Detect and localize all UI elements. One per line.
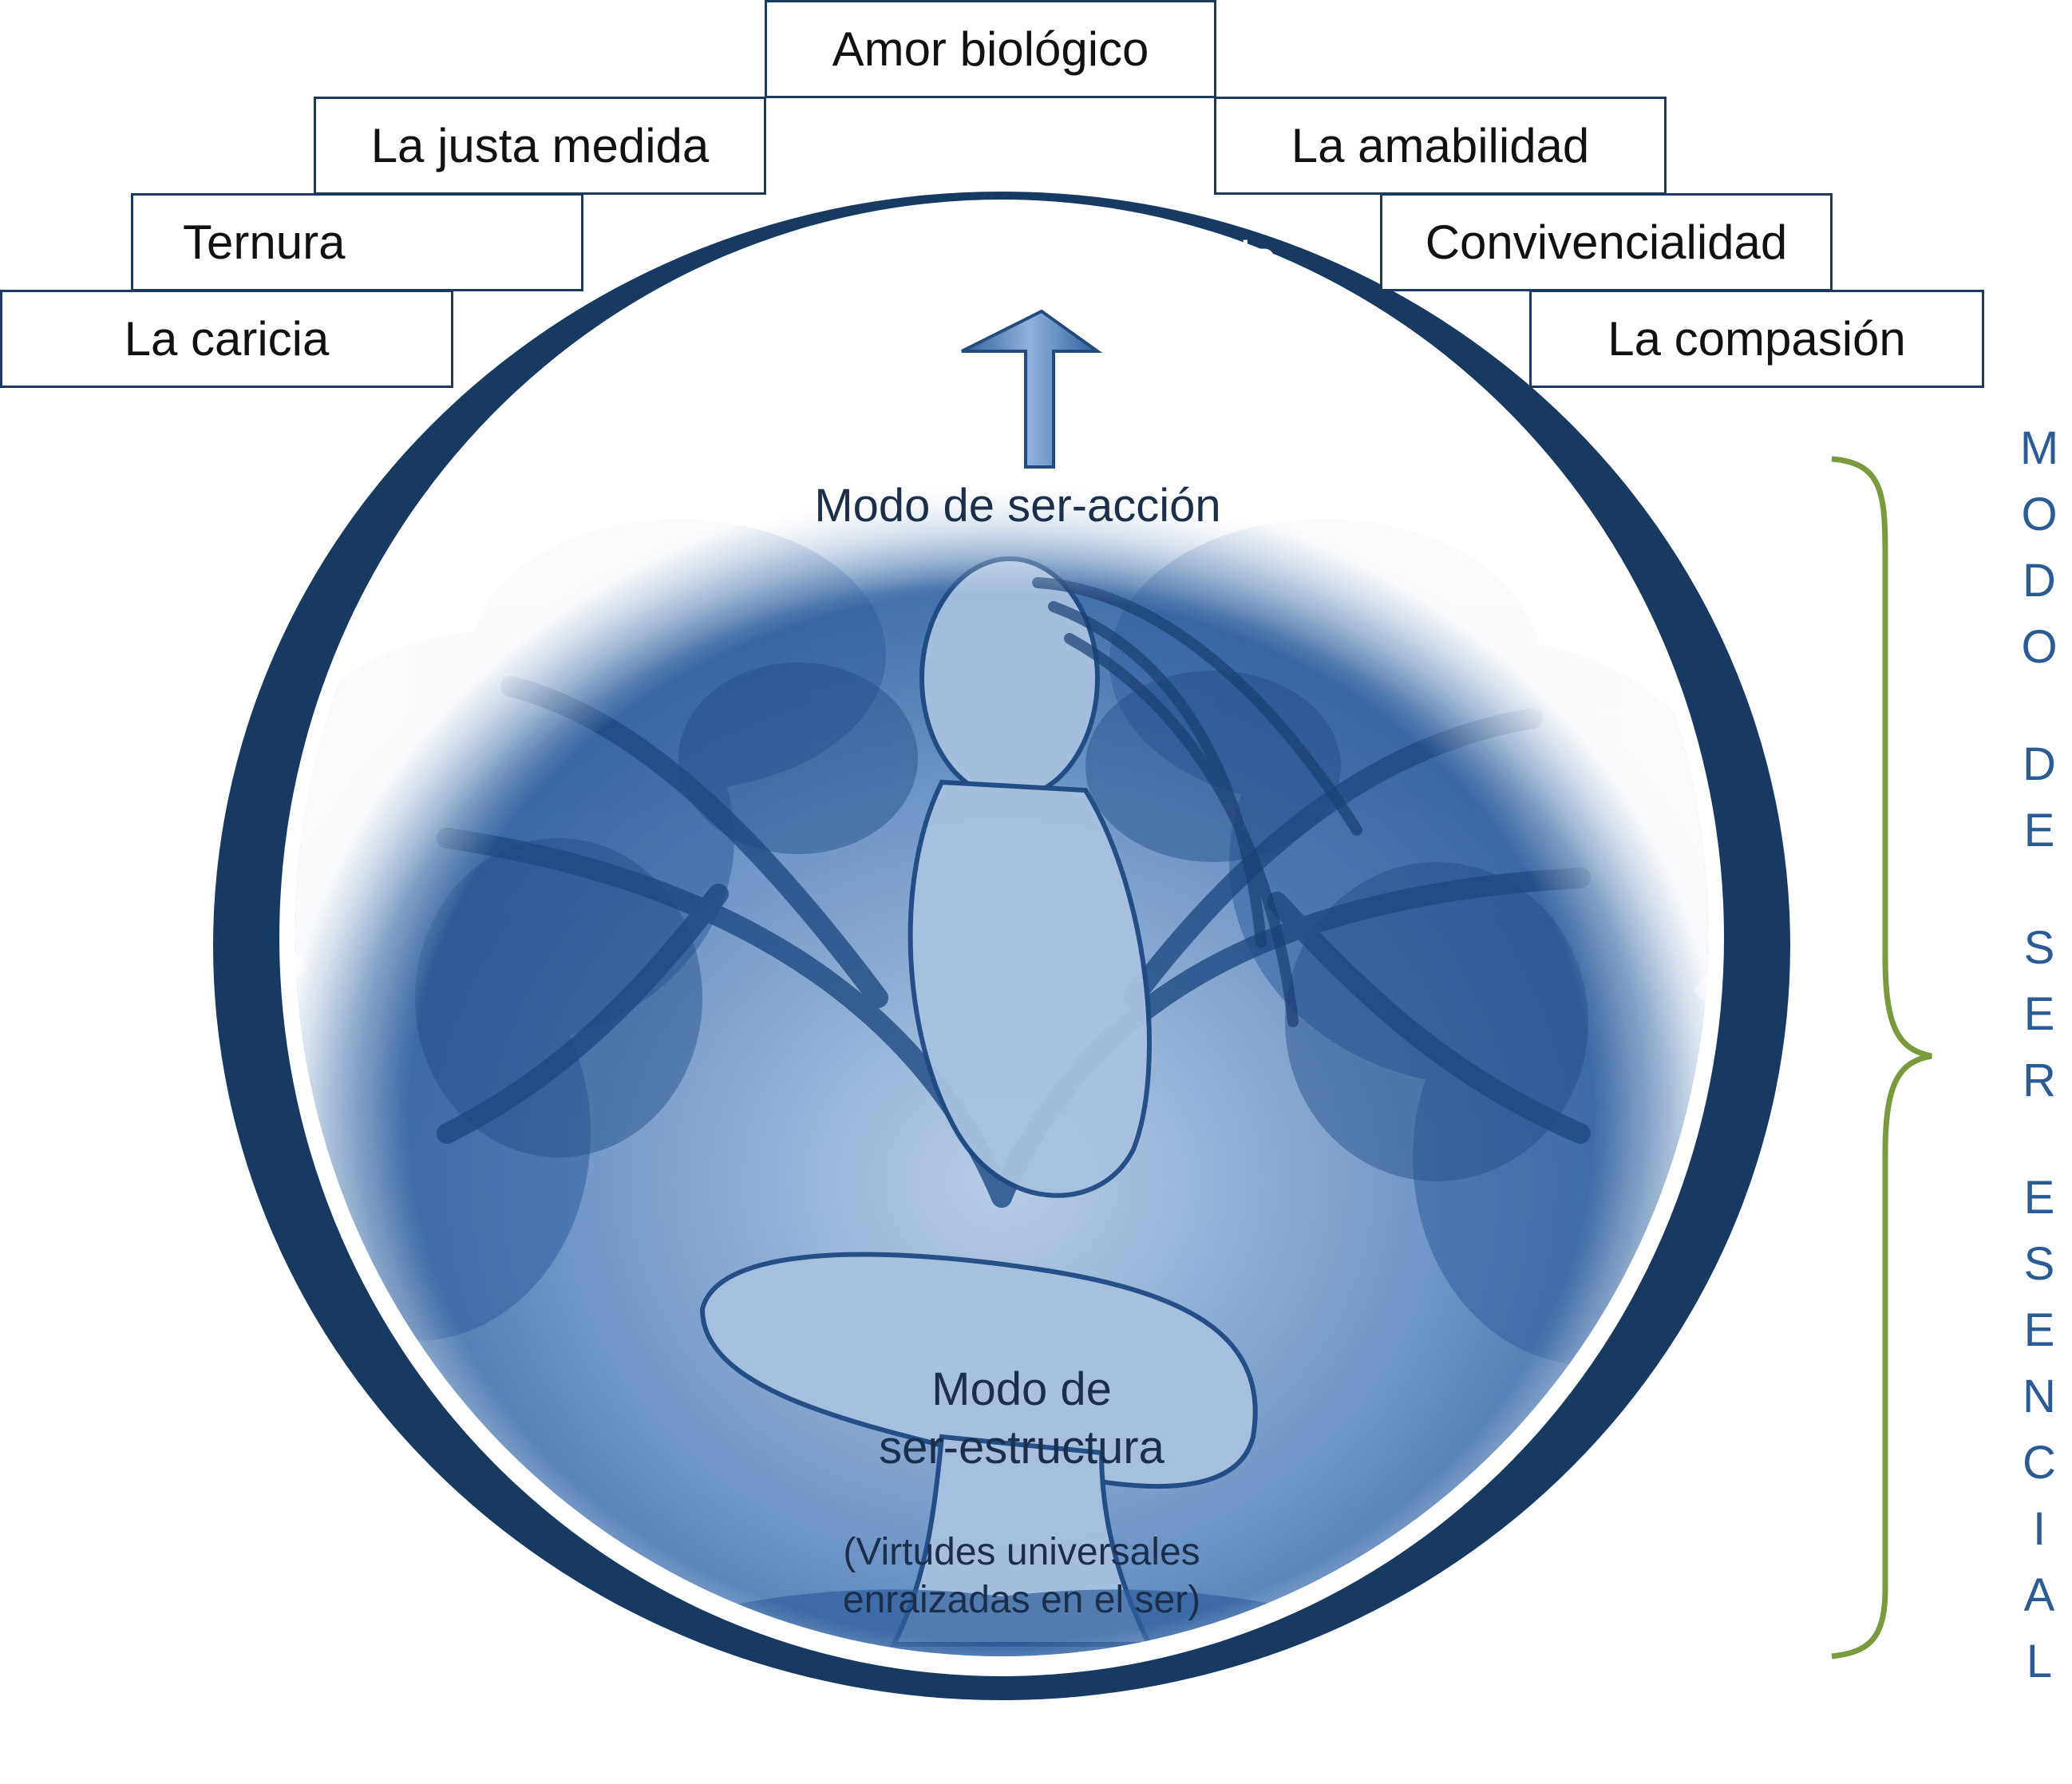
modo-ser-accion-label: Modo de ser-acción — [814, 480, 1221, 532]
box-amor-biologico: Amor biológico — [765, 0, 1216, 98]
side-letter: N — [2023, 1371, 2056, 1422]
box-la-justa-medida: La justa medida — [314, 97, 766, 195]
box-la-amabilidad: La amabilidad — [1214, 97, 1667, 195]
side-letter: A — [2023, 1569, 2055, 1621]
side-letter: E — [2023, 1172, 2055, 1224]
side-letter: O — [2021, 621, 2058, 673]
virtudes-line-1: (Virtudes universales — [843, 1531, 1200, 1573]
side-letter: L — [2026, 1636, 2053, 1687]
side-label-modo-de-ser-esencial: M O D O D E S E R E S E N C I A L — [2015, 415, 2063, 1695]
estructura-line-2: ser-estructura — [879, 1421, 1165, 1473]
side-letter: E — [2023, 1304, 2055, 1356]
box-convivencialidad: Convivencialidad — [1380, 193, 1833, 291]
side-letter: I — [2032, 1503, 2046, 1555]
ring-label: Resonancias del cuidado — [758, 232, 1277, 284]
up-arrow-icon — [961, 309, 1103, 469]
box-ternura: Ternura — [131, 193, 583, 291]
side-letter: M — [2019, 422, 2059, 474]
side-letter: S — [2023, 922, 2055, 974]
modo-ser-estructura-label: Modo de ser-estructura — [766, 1361, 1277, 1477]
side-letter: C — [2023, 1437, 2056, 1489]
side-letter: D — [2023, 738, 2056, 790]
curly-brace — [1831, 456, 1932, 1659]
virtudes-label: (Virtudes universales enraizadas en el s… — [766, 1529, 1277, 1624]
side-letter: R — [2023, 1054, 2056, 1106]
estructura-line-1: Modo de — [931, 1363, 1112, 1415]
side-letter: D — [2023, 555, 2056, 607]
box-la-caricia: La caricia — [0, 290, 453, 388]
side-letter: E — [2023, 805, 2055, 856]
side-letter: O — [2021, 489, 2058, 540]
side-letter: S — [2023, 1238, 2055, 1290]
virtudes-line-2: enraizadas en el ser) — [842, 1579, 1201, 1621]
box-la-compasion: La compasión — [1529, 290, 1984, 388]
tree-woman-illustration — [295, 479, 1708, 1656]
side-letter: E — [2023, 988, 2055, 1040]
